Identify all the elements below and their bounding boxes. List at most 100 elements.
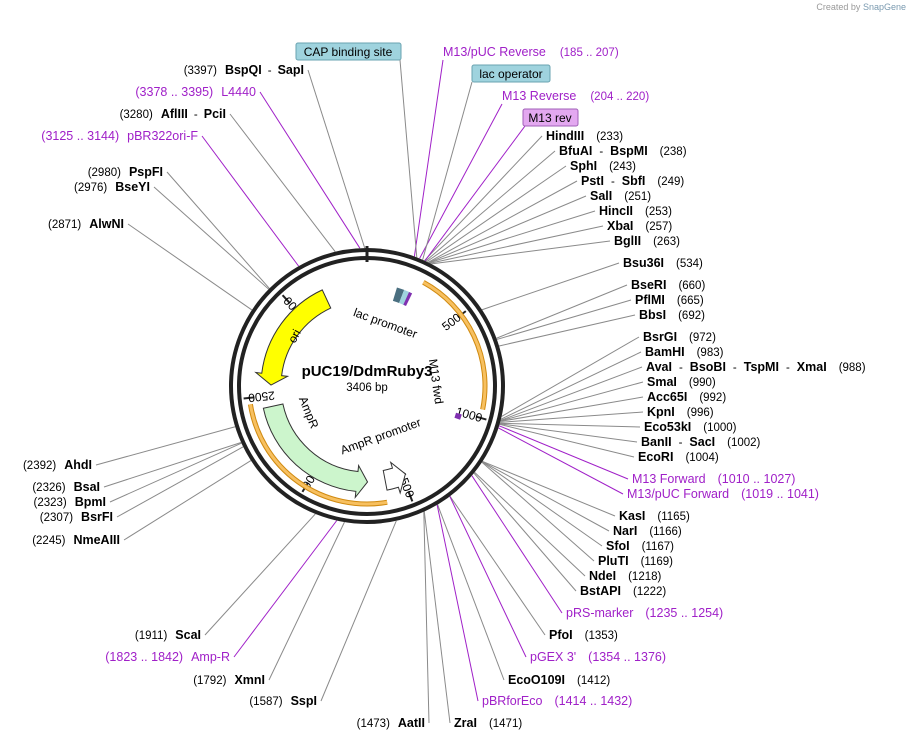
site-name: pBRforEco: [482, 694, 542, 708]
site-name: M13/pUC Forward: [627, 487, 729, 501]
connector-line: [426, 165, 567, 263]
credit-prefix: Created by: [816, 2, 861, 12]
site-label: (2323)BpmI: [34, 495, 107, 509]
site-name: EcoO109I: [508, 673, 565, 687]
feature-arrows: [247, 280, 488, 507]
connector-line: [501, 336, 640, 417]
primer-label: (1823 .. 1842)Amp-R: [105, 650, 230, 664]
ampr-promoter-label: AmpR promoter: [338, 415, 422, 457]
connector-line: [427, 180, 578, 263]
site-name: Eco53kI: [644, 420, 691, 434]
tick-mark: [407, 491, 414, 502]
connector-line: [436, 504, 479, 702]
connector-line: [424, 125, 526, 262]
site-label: (2245) NmeAIII: [32, 533, 120, 547]
site-label: BseRI(660): [631, 278, 705, 292]
site-position: (1587): [249, 696, 282, 708]
m13-fwd-arrow: [454, 412, 462, 420]
site-position: (990): [689, 377, 716, 389]
site-label: (1473)AatII: [357, 716, 425, 730]
ampr-cds-arc-fill: [248, 404, 388, 506]
site-name: BglII: [614, 234, 641, 248]
site-label: HindIII(233): [546, 129, 623, 143]
site-position: (1414 .. 1432): [554, 694, 632, 708]
tick-label: 2500: [247, 388, 275, 405]
site-label: NdeI(1218): [589, 569, 662, 583]
separator: -: [194, 109, 198, 121]
site-name: PspFI: [129, 165, 163, 179]
site-position: (988): [839, 362, 866, 374]
site-name: AhdI: [64, 458, 92, 472]
site-position: (1222): [633, 586, 666, 598]
site-name: ZraI: [454, 716, 477, 730]
site-name: L4440: [221, 85, 256, 99]
lac-operator-box: lac operator: [471, 64, 551, 83]
connector-line: [116, 446, 244, 518]
site-name: Acc65I: [647, 390, 687, 404]
primer-label: pRS-marker(1235 .. 1254): [566, 606, 723, 620]
site-label: BfuAI-BspMI(238): [559, 144, 687, 158]
site-position: (238): [660, 146, 687, 158]
site-position: (992): [699, 392, 726, 404]
connector-line: [419, 103, 503, 259]
tick-mark: [476, 415, 487, 421]
site-label: SphI(243): [570, 159, 636, 173]
site-name: Bsu36I: [623, 256, 664, 270]
site-position: (1471): [489, 718, 522, 730]
plasmid-size: 3406 bp: [346, 382, 388, 394]
site-position: (233): [596, 131, 623, 143]
site-label: Eco53kI(1000): [644, 420, 737, 434]
connector-line: [166, 171, 270, 289]
site-name: BsoBI: [690, 360, 726, 374]
site-name: BseYI: [115, 180, 150, 194]
connector-line: [498, 314, 636, 347]
connector-line: [449, 495, 546, 636]
site-label: KpnI(996): [647, 405, 714, 419]
site-position: (2871): [48, 219, 81, 231]
separator: -: [679, 362, 683, 374]
site-position: (1019 .. 1041): [741, 487, 819, 501]
site-name: AflIII: [161, 107, 188, 121]
site-label: BbsI(692): [639, 308, 705, 322]
separator: -: [786, 362, 790, 374]
connector-line: [498, 427, 624, 495]
site-position: (3378 .. 3395): [135, 85, 213, 99]
site-name: NmeAIII: [73, 533, 120, 547]
primer-label: M13/pUC Forward (1019 .. 1041): [627, 487, 819, 501]
site-position: (1002): [727, 437, 760, 449]
site-name: XmnI: [234, 673, 265, 687]
site-name: PfoI: [549, 628, 573, 642]
site-position: (1010 .. 1027): [718, 472, 796, 486]
site-name: BpmI: [75, 495, 106, 509]
connector-line: [123, 460, 252, 541]
site-name: pRS-marker: [566, 606, 633, 620]
site-name: AvaI: [646, 360, 672, 374]
ampr-promoter-arrow: [382, 461, 406, 495]
site-label: PstI-SbfI(249): [581, 174, 684, 188]
site-label: BstAPI (1222): [580, 584, 666, 598]
site-position: (2307): [40, 512, 73, 524]
connector-line: [103, 441, 242, 488]
site-label: PfoI(1353): [549, 628, 618, 642]
right-site-labels: HindIII(233)BfuAI-BspMI(238)SphI(243)Pst…: [454, 129, 866, 730]
site-name: BspQI: [225, 63, 262, 77]
snapgene-credit: Created by SnapGene: [816, 2, 906, 12]
site-position: (1169): [641, 556, 674, 568]
connector-line: [429, 225, 604, 264]
site-position: (1166): [649, 526, 682, 538]
connector-line: [204, 513, 316, 636]
site-label: PluTI(1169): [598, 554, 673, 568]
site-position: (972): [689, 332, 716, 344]
site-label: NarI(1166): [613, 524, 682, 538]
connector-line: [481, 461, 603, 547]
primer-label: (3125 .. 3144)pBR322ori-F: [41, 129, 198, 143]
site-name: EcoRI: [638, 450, 673, 464]
site-label: KasI(1165): [619, 509, 690, 523]
site-name: BamHI: [645, 345, 685, 359]
site-position: (2245): [32, 535, 65, 547]
tick-mark: [243, 396, 254, 400]
site-label: SmaI(990): [647, 375, 716, 389]
site-name: BstAPI: [580, 584, 621, 598]
connector-line: [496, 284, 628, 339]
site-position: (2980): [88, 167, 121, 179]
